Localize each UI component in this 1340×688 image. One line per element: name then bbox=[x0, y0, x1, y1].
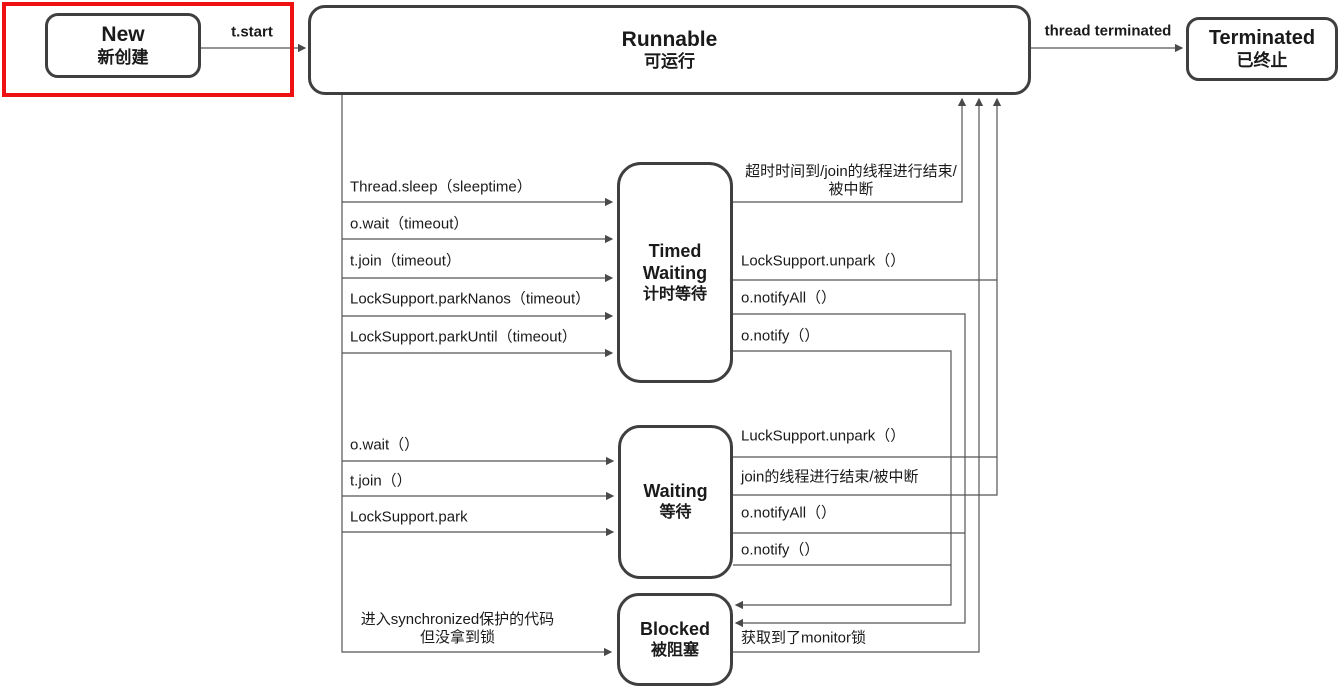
edge-label-owait-timeout: o.wait（timeout） bbox=[350, 215, 469, 233]
state-subtitle-blocked: 被阻塞 bbox=[650, 641, 699, 659]
state-subtitle-terminated: 已终止 bbox=[1236, 50, 1288, 70]
edge-label-timed-unpark: LockSupport.unpark（） bbox=[741, 252, 906, 270]
edge-label-thread-sleep: Thread.sleep（sleeptime） bbox=[350, 178, 532, 196]
edge-label-thread-terminated: thread terminated bbox=[1044, 22, 1172, 40]
edge-label-timeout-return-line1: 超时时间到/join的线程进行结束/ bbox=[745, 163, 957, 180]
state-title-runnable: Runnable bbox=[621, 27, 718, 51]
state-title-new: New bbox=[101, 23, 145, 47]
state-box-runnable: Runnable 可运行 bbox=[308, 5, 1031, 95]
edge-label-parkuntil: LockSupport.parkUntil（timeout） bbox=[350, 328, 577, 346]
state-box-timed-waiting: Timed Waiting 计时等待 bbox=[617, 162, 733, 383]
state-title-terminated: Terminated bbox=[1208, 27, 1316, 50]
state-subtitle-new: 新创建 bbox=[97, 47, 149, 67]
state-title-blocked: Blocked bbox=[639, 618, 711, 639]
edge-label-tjoin: t.join（） bbox=[350, 472, 412, 490]
edge-label-timed-notifyall: o.notifyAll（） bbox=[741, 289, 837, 307]
state-subtitle-timed-waiting: 计时等待 bbox=[642, 285, 707, 303]
state-title-waiting: Waiting bbox=[643, 481, 708, 502]
state-subtitle-runnable: 可运行 bbox=[644, 52, 695, 72]
state-box-blocked: Blocked 被阻塞 bbox=[617, 593, 733, 686]
edge-label-timed-notify: o.notify（） bbox=[741, 327, 820, 345]
new-state-highlight-rect bbox=[2, 2, 294, 97]
edge-label-parknanos: LockSupport.parkNanos（timeout） bbox=[350, 290, 591, 308]
edge-label-lockssupport-park: LockSupport.park bbox=[350, 508, 468, 526]
state-title-timed-waiting-line2: Waiting bbox=[642, 262, 708, 283]
edge-label-waiting-join-end: join的线程进行结束/被中断 bbox=[741, 468, 919, 486]
edge-label-timeout-return: 超时时间到/join的线程进行结束/ 被中断 bbox=[737, 163, 965, 199]
state-subtitle-waiting: 等待 bbox=[659, 504, 692, 522]
edge-label-monitor-acquired: 获取到了monitor锁 bbox=[741, 629, 867, 647]
edge-label-enter-synchronized-line1: 进入synchronized保护的代码 bbox=[360, 611, 555, 628]
state-box-waiting: Waiting 等待 bbox=[618, 425, 733, 579]
edge-label-enter-synchronized: 进入synchronized保护的代码 但没拿到锁 bbox=[350, 611, 565, 647]
edge-label-tjoin-timeout: t.join（timeout） bbox=[350, 252, 461, 270]
edge-label-timeout-return-line2: 被中断 bbox=[828, 181, 874, 198]
edge-label-t-start: t.start bbox=[231, 23, 273, 41]
edge-label-waiting-notifyall: o.notifyAll（） bbox=[741, 504, 837, 522]
edge-label-waiting-unpark: LuckSupport.unpark（） bbox=[741, 427, 906, 445]
state-title-timed-waiting-line1: Timed bbox=[648, 240, 702, 261]
state-box-new: New 新创建 bbox=[45, 13, 201, 78]
edge-label-waiting-notify: o.notify（） bbox=[741, 541, 820, 559]
edge-label-enter-synchronized-line2: 但没拿到锁 bbox=[419, 629, 495, 646]
state-box-terminated: Terminated 已终止 bbox=[1186, 17, 1338, 81]
edge-label-owait: o.wait（） bbox=[350, 436, 420, 454]
